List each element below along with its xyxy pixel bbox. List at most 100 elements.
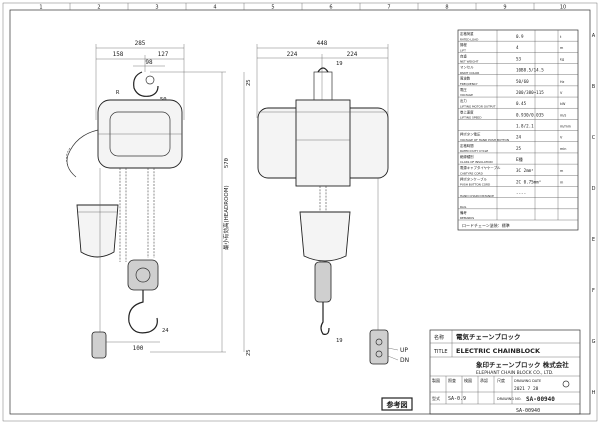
front-view: 285 158 127 98 50 R — [66, 40, 230, 359]
dim-radius-label: R — [116, 90, 120, 96]
col-number-top: 6 — [329, 5, 332, 11]
spec-row-jp: 電圧 — [460, 87, 467, 92]
dn-label: DN — [400, 357, 409, 364]
spec-row-value: 200/380~115 — [516, 90, 544, 95]
row-letter: D — [592, 186, 596, 192]
spec-row-value: ---- — [516, 191, 526, 196]
col-number-top: 3 — [155, 5, 158, 11]
spec-row-en: LIFTING SPEED — [460, 116, 482, 120]
col-number-top: 8 — [445, 5, 448, 11]
spec-row-unit: m — [560, 169, 564, 173]
headroom-value: 570 — [224, 158, 230, 168]
spec-row-en: PUSH BUTTON CORD — [460, 183, 491, 187]
dim-224-left-label: 224 — [287, 51, 298, 58]
title-label: TITLE — [433, 349, 448, 355]
row-letter: B — [592, 84, 596, 90]
company-jp: 象印チェーンブロック 株式会社 — [476, 360, 569, 369]
frame-column-numbers: 1 2 3 4 5 6 7 8 9 10 — [39, 5, 566, 11]
spec-row-en: CLASS OF INSULATION — [460, 160, 493, 164]
dim-158-label: 158 — [113, 51, 124, 58]
dim-25-top-label: 25 — [246, 79, 252, 86]
bottom-hook — [128, 290, 158, 334]
col-number-top: 2 — [97, 5, 100, 11]
spec-row-unit: Hz — [560, 80, 565, 84]
row-letter: H — [592, 390, 596, 396]
spec-row-unit: m/min — [560, 124, 571, 128]
lower-block-side — [314, 261, 332, 303]
row-letter: G — [592, 339, 596, 345]
spec-row-jp: 定格荷重 — [460, 31, 474, 36]
spec-row-unit: min — [560, 147, 566, 151]
drawing-no-label: DRAWING NO. — [497, 397, 521, 401]
spec-row-value: 0.930/0.035 — [516, 112, 544, 117]
spec-row-unit: kg — [560, 57, 564, 61]
company-en: ELEPHANT CHAIN BLOCK CO., LTD. — [476, 370, 553, 376]
spec-row-value: 4 — [516, 45, 519, 50]
model-label: 型式 — [432, 395, 440, 401]
spec-row-unit: m — [560, 46, 564, 50]
spec-row-unit: V — [560, 136, 563, 140]
spec-row-value: 3C 2mm² — [516, 168, 534, 173]
col-number-top: 9 — [503, 5, 506, 11]
drawing-no: SA-00940 — [526, 396, 555, 403]
spec-row-unit: kW — [560, 102, 566, 106]
chain-bucket-side — [299, 211, 351, 262]
spec-row-en: RATED LOAD — [460, 37, 479, 41]
spec-row-jp: 周波数 — [460, 76, 471, 81]
spec-row-en: NET WEIGHT — [460, 60, 479, 64]
spec-row-jp: 電源キャブタイヤケーブル — [460, 165, 501, 170]
frame-row-letters: A B C D E F G H — [592, 33, 596, 396]
bottom-hook-side — [320, 302, 330, 335]
spec-row-value: 2C 0.75mm² — [516, 179, 541, 184]
spec-row-jp: 巻上速度 — [460, 109, 474, 114]
push-button-pendant-side — [369, 329, 389, 365]
spec-row-en: LIFT — [460, 48, 466, 52]
spec-row-en: RAIL — [460, 205, 467, 209]
up-button-icon — [375, 338, 383, 346]
dim-25-bottom-label: 25 — [246, 349, 252, 356]
dim-224-right-label: 224 — [347, 51, 358, 58]
col-number-top: 4 — [213, 5, 216, 11]
spec-row-value: E種 — [516, 156, 524, 163]
dim-24-label: 24 — [162, 328, 169, 334]
up-label: UP — [400, 347, 408, 354]
spec-row-en: VOLTAGE — [460, 93, 473, 97]
bottom-drawing-no: SA-00940 — [516, 408, 540, 414]
power-cable — [66, 129, 99, 178]
title-row-label: 検図 — [464, 377, 472, 383]
spec-row-unit: V — [560, 91, 563, 95]
title-row-label: 承認 — [480, 377, 488, 383]
frame-column-ticks — [69, 3, 535, 10]
lower-block — [127, 259, 159, 291]
spec-row-value: 0.9 — [516, 34, 524, 39]
spec-row-jp: 押ボタン電圧 — [460, 132, 481, 137]
spec-row-value: 25 — [516, 146, 522, 151]
title-row-label: 照査 — [448, 377, 456, 383]
spec-row-en: PAINT COLOR — [460, 71, 479, 75]
title-row-label: 製図 — [432, 377, 440, 383]
spec-row-jp: 揚程 — [460, 42, 467, 47]
side-view: 448 224 224 19 UP DN 19 25 25 — [243, 40, 409, 365]
spec-row-jp: 押ボタンケーブル — [460, 176, 488, 181]
spec-row-unit: m/s — [560, 113, 566, 117]
down-button-icon — [375, 350, 383, 358]
dim-100-label: 100 — [133, 345, 144, 352]
title-name-jp: 電気チェーンブロック — [456, 332, 520, 341]
dim-19-top-label: 19 — [336, 61, 343, 67]
dim-448-label: 448 — [317, 40, 328, 47]
reference-stamp — [381, 397, 413, 411]
row-letter: E — [592, 237, 595, 243]
title-name-jp-label: 名称 — [434, 334, 444, 341]
spec-row-jp: マンセル — [460, 65, 474, 70]
spec-row-jp: 備考 — [460, 210, 467, 215]
spec-row-jp: 自重 — [460, 53, 467, 58]
dim-98-label: 98 — [145, 59, 153, 66]
dim-285-label: 285 — [135, 40, 146, 47]
spec-row-en: REMARKS — [460, 216, 474, 220]
spec-row-en: RATED DUTY CYCLE — [460, 149, 488, 153]
spec-row-en: HAND CHAIN DISTANCE — [460, 194, 494, 198]
date-label: DRAWING DATE — [514, 379, 541, 383]
spec-row-unit: t — [560, 35, 562, 39]
